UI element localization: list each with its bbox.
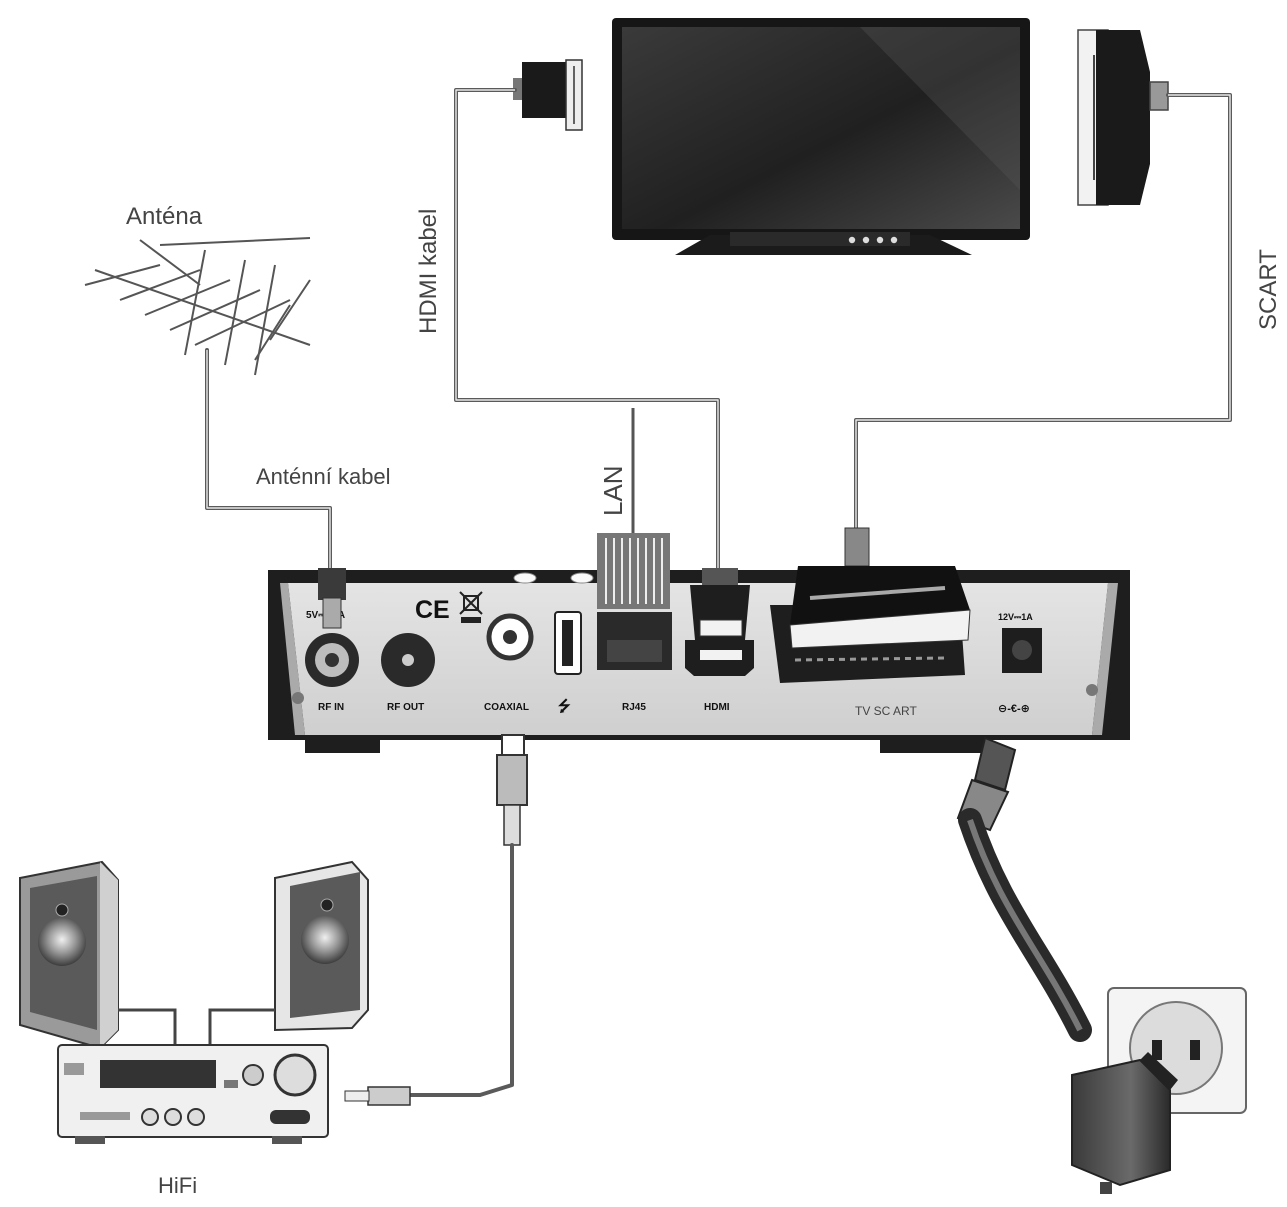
antenna-cable — [205, 348, 332, 572]
scart-tv-connector — [1077, 29, 1169, 206]
hdmi-cable-label: HDMI kabel — [415, 209, 442, 334]
scart-cable-label: SCART — [1255, 249, 1282, 330]
speaker-right — [274, 860, 369, 1032]
tv-scart-label: TV SC ART — [855, 704, 917, 718]
speaker-wires — [118, 1008, 275, 1045]
rca-plug — [344, 1086, 411, 1106]
antenna-graphic — [84, 237, 311, 376]
antenna-label: Anténa — [126, 203, 203, 230]
hdmi-port-label: HDMI — [704, 702, 730, 713]
rj45-label: RJ45 — [622, 702, 646, 713]
power-rating-label: 12V⎓1A — [998, 612, 1033, 622]
power-adapter-icon — [1071, 1052, 1178, 1194]
antenna-plug — [318, 568, 346, 629]
coaxial-label: COAXIAL — [484, 702, 529, 713]
power-polarity-icon: ⊖-€-⊕ — [998, 703, 1030, 715]
rf-in-label: RF IN — [318, 702, 344, 713]
hdmi-tv-connector — [513, 59, 583, 131]
tv-graphic — [612, 18, 1030, 255]
weee-bin-icon — [459, 591, 483, 623]
scart-box-plug — [789, 527, 971, 649]
lan-label: LAN — [598, 465, 628, 516]
rf-out-label: RF OUT — [387, 702, 424, 713]
coaxial-plug — [496, 734, 528, 846]
lan-plug — [597, 533, 670, 609]
speaker-left — [19, 860, 119, 1050]
hdmi-box-plug — [690, 568, 750, 640]
ce-mark: CE — [415, 596, 450, 624]
hifi-receiver — [57, 1044, 329, 1144]
usb-icon: ⭍ — [558, 698, 571, 715]
antenna-cable-label: Anténní kabel — [256, 464, 391, 489]
coaxial-cable — [408, 843, 514, 1097]
hifi-label: HiFi — [158, 1173, 197, 1198]
